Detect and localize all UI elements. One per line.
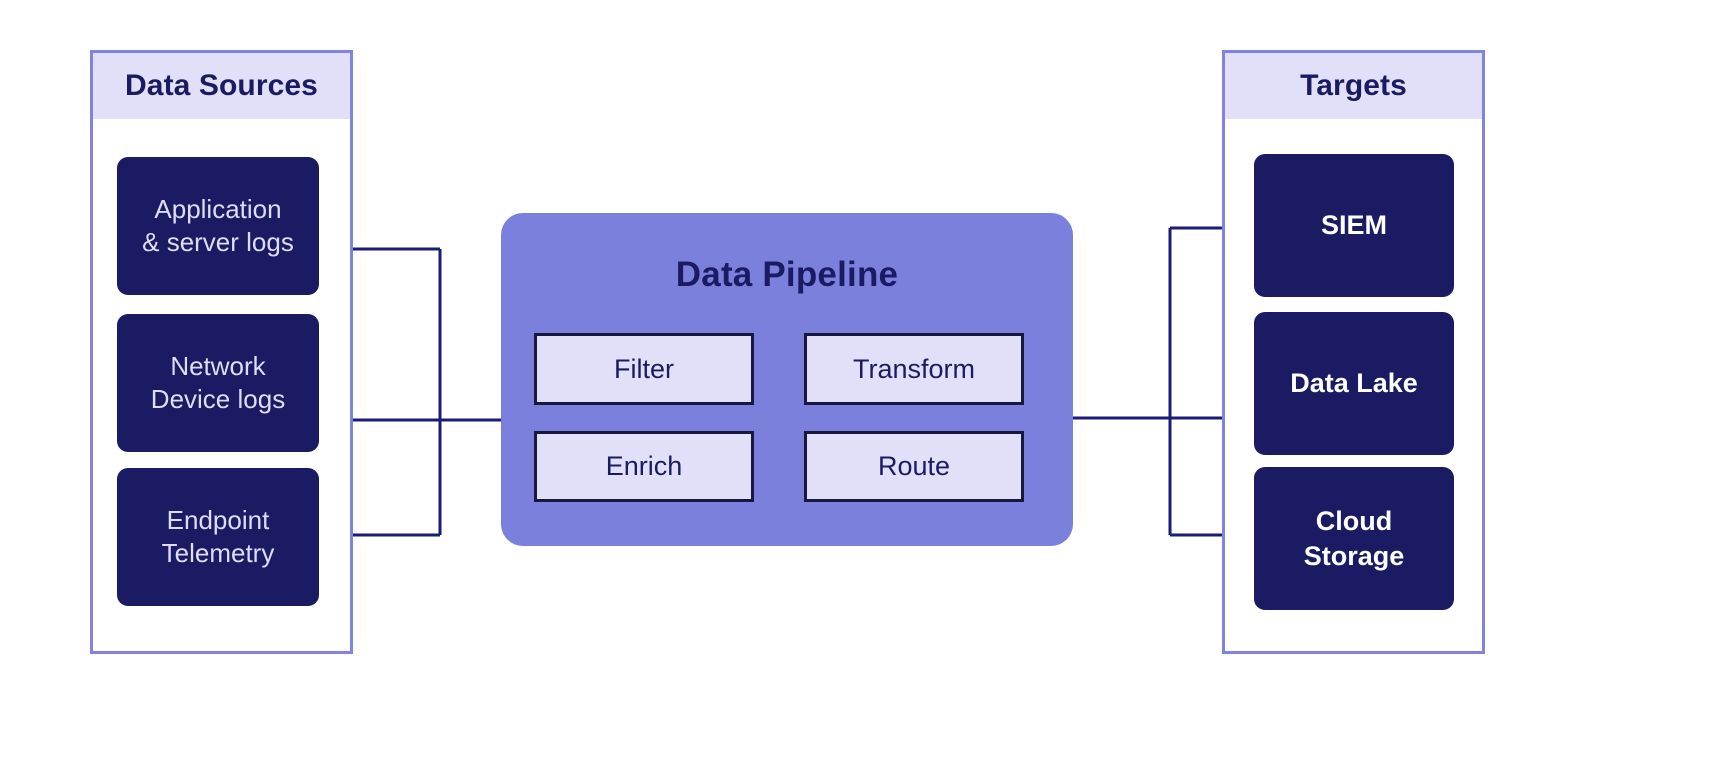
pipeline-stage-label: Route (877, 451, 951, 481)
data-pipeline-title: Data Pipeline (675, 255, 899, 294)
data-sources-header: Data Sources (93, 53, 350, 119)
targets-header: Targets (1225, 53, 1482, 119)
target-node-siem[interactable]: SIEM (1254, 154, 1454, 297)
target-node-data-lake[interactable]: Data Lake (1254, 312, 1454, 455)
data-pipeline-container: Data Pipeline Filter Transform Enrich Ro… (501, 213, 1073, 546)
pipeline-stage-route[interactable]: Route (804, 431, 1024, 502)
target-node-label: Data Lake (1290, 368, 1418, 399)
pipeline-stage-enrich[interactable]: Enrich (534, 431, 754, 502)
pipeline-stage-label: Filter (614, 353, 674, 384)
source-node-application-server-logs[interactable]: Application& server logs (117, 157, 319, 295)
pipeline-stage-filter[interactable]: Filter (534, 333, 754, 405)
pipeline-stage-label: Enrich (605, 451, 683, 481)
target-node-label: SIEM (1320, 210, 1387, 241)
pipeline-stage-label: Transform (852, 353, 975, 384)
source-node-label: Application& server logs (142, 193, 294, 257)
pipeline-stage-transform[interactable]: Transform (804, 333, 1024, 405)
